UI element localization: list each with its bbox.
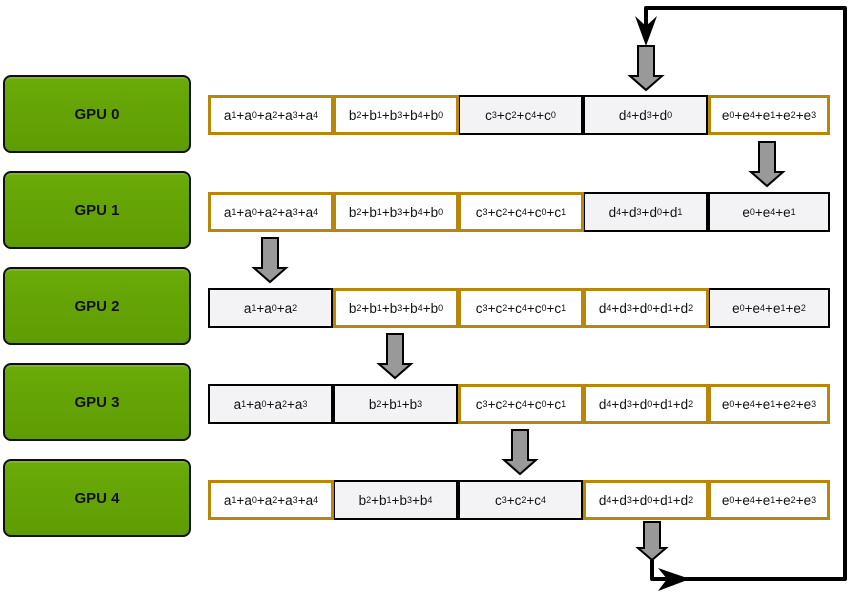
outgoing-transfer-arrow-icon	[635, 521, 669, 562]
transfer-arrow-down-icon	[748, 141, 786, 188]
gpu-node-0: GPU 0	[3, 75, 191, 153]
transfer-arrow-down-icon	[251, 237, 289, 284]
transfer-arrow-down-icon	[376, 333, 414, 380]
gpu-node-1: GPU 1	[3, 171, 191, 249]
transfer-arrow-down-icon	[627, 45, 665, 92]
transfer-arrow-down-icon	[501, 429, 539, 476]
gpu-node-2: GPU 2	[3, 267, 191, 345]
ring-loop-connector	[644, 6, 847, 581]
loop-arrowhead-down-icon	[635, 16, 657, 46]
gpu-node-4: GPU 4	[3, 459, 191, 537]
gpu-node-3: GPU 3	[3, 363, 191, 441]
loop-arrowhead-right-icon	[658, 568, 690, 591]
